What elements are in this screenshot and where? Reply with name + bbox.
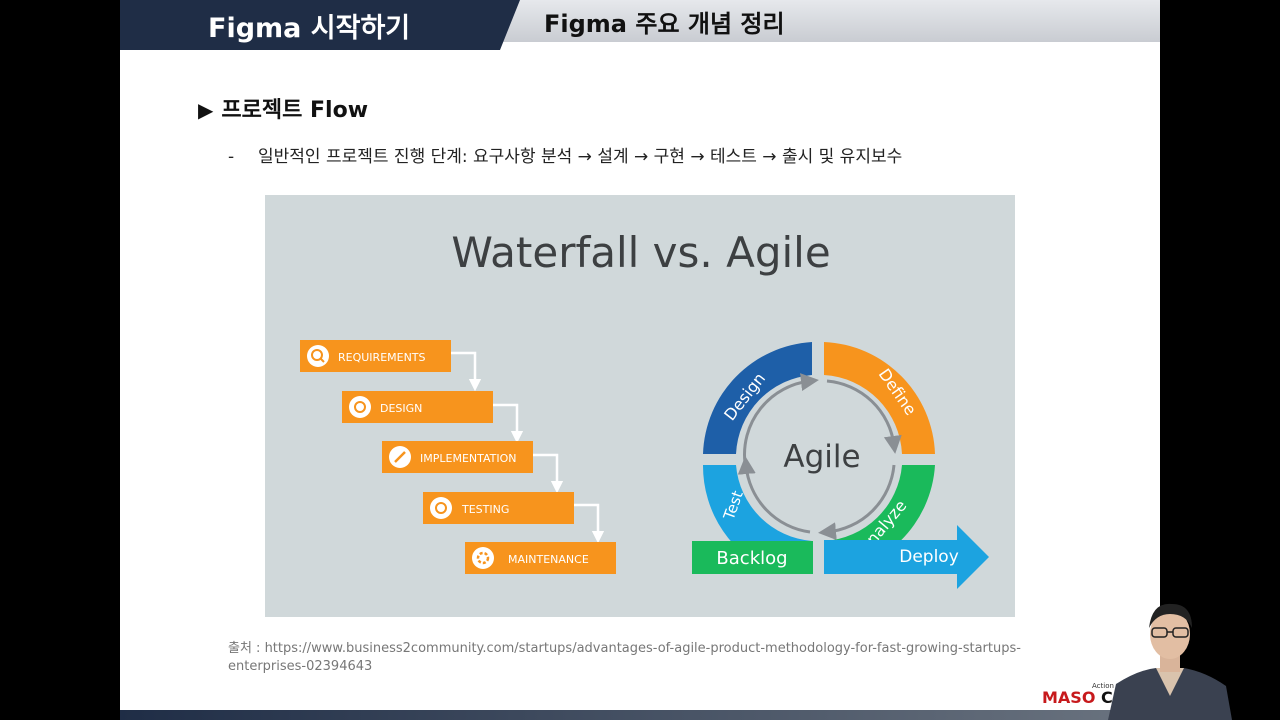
waterfall-step-label: MAINTENANCE: [508, 553, 589, 566]
waterfall-step-maintenance: MAINTENANCE: [465, 542, 616, 574]
waterfall-agile-diagram: Waterfall vs. Agile REQUIREMENTS DESIGN: [265, 195, 1015, 617]
diagram-svg: Waterfall vs. Agile REQUIREMENTS DESIGN: [300, 228, 989, 589]
bullet-text: 일반적인 프로젝트 진행 단계: 요구사항 분석 → 설계 → 구현 → 테스트…: [258, 147, 903, 167]
source-citation: 출처 : https://www.business2community.com/…: [228, 641, 1021, 674]
agile-backlog-box: [692, 541, 813, 574]
agile-backlog-label: Backlog: [716, 548, 787, 569]
agile-center-label: Agile: [783, 439, 860, 475]
bullet-item: - 일반적인 프로젝트 진행 단계: 요구사항 분석 → 설계 → 구현 → 테스…: [228, 142, 902, 167]
section-heading-text: 프로젝트 Flow: [221, 98, 369, 123]
course-title-text: Figma 시작하기: [208, 12, 411, 44]
waterfall-step-testing: TESTING: [423, 492, 574, 524]
logo-main-text: MASO: [1042, 688, 1101, 707]
magnifier-icon: [307, 345, 329, 367]
deploy-arrow-icon: [824, 525, 989, 589]
presenter-avatar: [1108, 603, 1232, 720]
waterfall-step-design: DESIGN: [342, 391, 493, 423]
lecture-title: Figma 주요 개념 정리: [544, 10, 785, 38]
waterfall-step-label: REQUIREMENTS: [338, 351, 426, 364]
agile-cycle: Agile Design Define Analyze Test Backlog…: [692, 342, 989, 589]
gear-check-icon: [430, 497, 452, 519]
agile-deploy-label: Deploy: [899, 547, 959, 567]
bottom-bar: [120, 710, 1160, 720]
waterfall-step-label: IMPLEMENTATION: [420, 452, 517, 465]
waterfall-step-label: DESIGN: [380, 402, 422, 415]
waterfall-step-requirements: REQUIREMENTS: [300, 340, 451, 372]
waterfall-step-implementation: IMPLEMENTATION: [382, 441, 533, 473]
waterfall-step-label: TESTING: [461, 503, 509, 516]
slide: Figma 시작하기 Figma 주요 개념 정리 ▶ 프로젝트 Flow - 일반…: [120, 0, 1160, 720]
target-icon: [349, 396, 371, 418]
diagram-title: Waterfall vs. Agile: [451, 228, 830, 277]
course-title: Figma 시작하기: [120, 0, 520, 50]
agile-segment-define: [824, 342, 935, 454]
logo-subtext: Action: [1092, 682, 1114, 690]
triangle-marker-icon: ▶: [198, 98, 214, 122]
gear-icon: [472, 547, 494, 569]
bullet-dash: -: [228, 147, 235, 167]
section-heading: ▶ 프로젝트 Flow: [198, 92, 368, 124]
agile-segment-design: [703, 342, 812, 454]
